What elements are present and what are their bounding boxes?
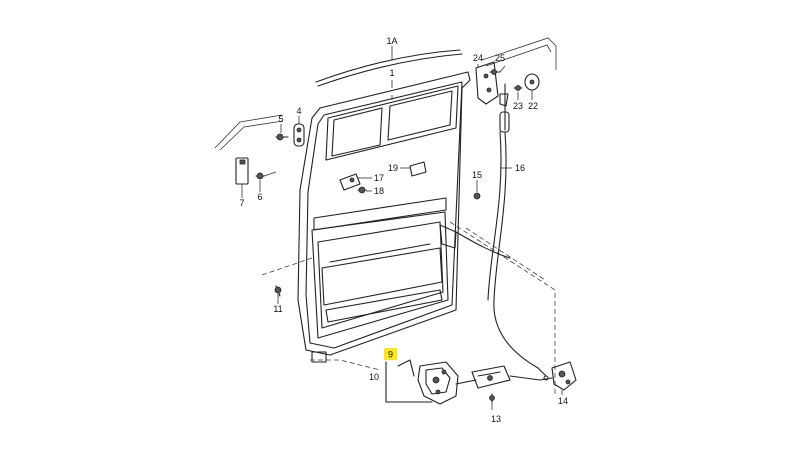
- part-1A-rail: [315, 46, 463, 87]
- part-14-latch: [539, 361, 577, 395]
- callout-11: 11: [273, 304, 282, 314]
- callout-22: 22: [528, 101, 538, 111]
- part-11-bolt: [274, 285, 282, 304]
- parts-hinge-left: [235, 116, 305, 198]
- callout-1A: 1A: [386, 36, 397, 46]
- vehicle-body-outline: [214, 37, 557, 395]
- parts-lock-assembly: [385, 359, 477, 405]
- callout-19: 19: [388, 163, 398, 173]
- parts-17-18-19: [339, 161, 427, 194]
- callout-5: 5: [278, 114, 283, 124]
- callout-9-highlight: [384, 348, 397, 360]
- callout-16: 16: [515, 163, 525, 173]
- callout-25: 25: [495, 53, 505, 63]
- callout-9: 9: [388, 350, 393, 360]
- callout-18: 18: [374, 186, 384, 196]
- callout-15: 15: [472, 170, 482, 180]
- callout-13: 13: [491, 414, 501, 424]
- callout-14: 14: [558, 396, 568, 406]
- callout-1: 1: [389, 68, 394, 78]
- callout-17: 17: [374, 173, 384, 183]
- part-13-handle: [471, 365, 541, 410]
- callout-6: 6: [257, 192, 262, 202]
- callout-7: 7: [239, 198, 244, 208]
- callout-4: 4: [296, 106, 301, 116]
- part-1-door-panel: [297, 71, 471, 363]
- part-16-cable: [455, 83, 547, 377]
- parts-upper-right: [475, 61, 540, 107]
- callout-10: 10: [369, 372, 379, 382]
- callout-labels: 1A 1 4 5 6 7 9 10 11 13 14 15 16 17 18 1…: [239, 36, 568, 424]
- callout-23: 23: [513, 101, 523, 111]
- callout-24: 24: [473, 53, 483, 63]
